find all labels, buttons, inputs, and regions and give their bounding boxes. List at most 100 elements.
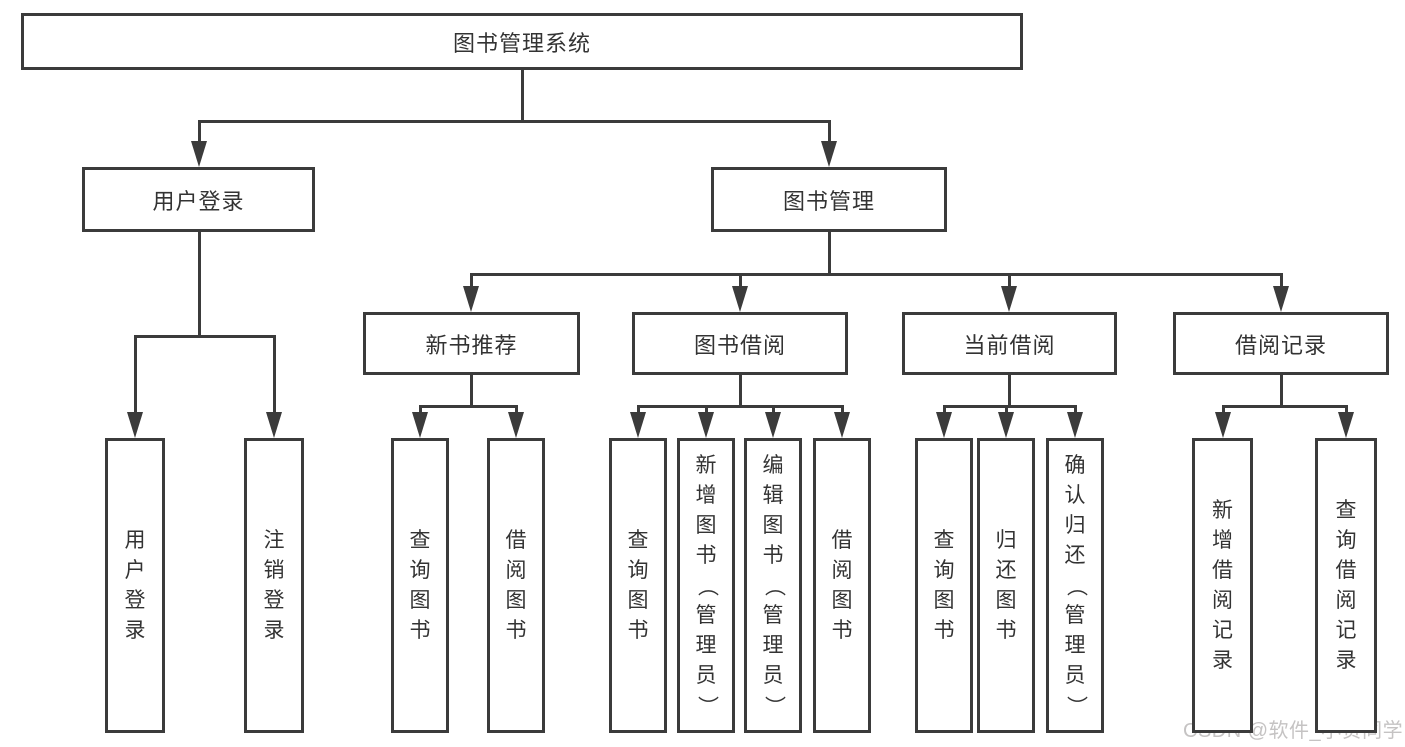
vertical-glyph: 书 [695, 543, 717, 567]
connector-drop-book-management-1 [738, 273, 742, 287]
arrow-down-icon [833, 412, 850, 438]
vertical-glyph: 查 [1335, 498, 1357, 522]
node-leaf-query-books-bor: 查询图书 [609, 438, 667, 733]
arrow-down-icon [1066, 412, 1083, 438]
arrow-down-icon [764, 412, 781, 438]
vertical-glyph: 阅 [831, 558, 853, 582]
vertical-glyph: 图 [627, 588, 649, 612]
connector-branch-library-system [197, 120, 831, 123]
node-label: 借阅图书 [832, 441, 853, 730]
node-label: 查询借阅记录 [1336, 441, 1357, 730]
connector-drop-book-borrowing-3 [840, 405, 844, 413]
vertical-glyph: 书 [627, 618, 649, 642]
connector-drop-current-borrowing-2 [1073, 405, 1077, 413]
connector-branch-book-borrowing [636, 405, 844, 408]
vertical-glyph: 销 [263, 558, 285, 582]
arrow-down-icon [1337, 412, 1354, 438]
connector-drop-book-management-2 [1007, 273, 1011, 287]
node-leaf-query-books-cur: 查询图书 [915, 438, 973, 733]
vertical-glyph: 新 [695, 453, 717, 477]
vertical-glyph: 管 [762, 603, 784, 627]
vertical-glyph: （ [695, 575, 718, 596]
vertical-glyph: 书 [762, 543, 784, 567]
vertical-glyph: 认 [1064, 483, 1086, 507]
vertical-glyph: 录 [1212, 648, 1233, 672]
node-user-login: 用户登录 [82, 167, 315, 232]
connector-drop-user-login-1 [272, 335, 276, 413]
node-leaf-add-borrow-rec: 新增借阅记录 [1192, 438, 1253, 733]
node-label: 当前借阅 [963, 332, 1056, 358]
vertical-glyph: 图 [409, 588, 431, 612]
node-label: 借阅记录 [1234, 332, 1327, 358]
vertical-glyph: 增 [695, 483, 717, 507]
connector-stem-book-management [827, 232, 831, 276]
connector-stem-user-login [197, 232, 201, 338]
node-leaf-borrow-books-bor: 借阅图书 [813, 438, 871, 733]
connector-drop-new-book-recommend-0 [418, 405, 422, 413]
vertical-glyph: 确 [1064, 453, 1086, 477]
arrow-down-icon [997, 412, 1014, 438]
vertical-glyph: 记 [1212, 618, 1233, 642]
vertical-glyph: 借 [505, 528, 527, 552]
connector-drop-book-borrowing-1 [704, 405, 708, 413]
node-book-management: 图书管理 [711, 167, 947, 232]
node-label: 借阅图书 [506, 441, 527, 730]
arrow-down-icon [820, 141, 837, 167]
connector-drop-new-book-recommend-1 [514, 405, 518, 413]
arrow-down-icon [1214, 412, 1231, 438]
vertical-glyph: 阅 [1335, 588, 1357, 612]
vertical-glyph: 书 [505, 618, 527, 642]
node-label: 用户登录 [152, 188, 245, 214]
connector-drop-borrow-records-0 [1221, 405, 1225, 413]
node-label: 编辑图书（管理员） [762, 441, 785, 730]
connector-drop-library-system-1 [827, 120, 831, 142]
node-label: 新书推荐 [425, 332, 518, 358]
connector-drop-book-borrowing-0 [636, 405, 640, 413]
connector-stem-borrow-records [1279, 375, 1283, 408]
connector-branch-new-book-recommend [418, 405, 518, 408]
node-label: 查询图书 [628, 441, 649, 730]
vertical-glyph: 借 [831, 528, 853, 552]
connector-branch-borrow-records [1221, 405, 1348, 408]
vertical-glyph: 阅 [505, 558, 527, 582]
vertical-glyph: 询 [627, 558, 649, 582]
vertical-glyph: 查 [627, 528, 649, 552]
vertical-glyph: 理 [1064, 633, 1086, 657]
vertical-glyph: 查 [409, 528, 431, 552]
arrow-down-icon [1000, 286, 1017, 312]
vertical-glyph: 编 [762, 453, 784, 477]
vertical-glyph: 理 [695, 633, 717, 657]
vertical-glyph: 图 [995, 588, 1017, 612]
connector-drop-user-login-0 [133, 335, 137, 413]
node-label: 查询图书 [410, 441, 431, 730]
node-label: 注销登录 [264, 441, 285, 730]
arrow-down-icon [1272, 286, 1289, 312]
vertical-glyph: 图 [695, 513, 717, 537]
connector-stem-new-book-recommend [469, 375, 473, 408]
node-leaf-borrow-books-rec: 借阅图书 [487, 438, 545, 733]
vertical-glyph: 记 [1335, 618, 1357, 642]
vertical-glyph: 用 [124, 528, 146, 552]
node-label: 用户登录 [125, 441, 146, 730]
connector-stem-current-borrowing [1007, 375, 1011, 408]
vertical-glyph: 阅 [1212, 588, 1233, 612]
vertical-glyph: 借 [1212, 558, 1233, 582]
vertical-glyph: 询 [933, 558, 955, 582]
connector-drop-current-borrowing-0 [942, 405, 946, 413]
node-leaf-add-books-admin: 新增图书（管理员） [677, 438, 735, 733]
connector-drop-borrow-records-1 [1344, 405, 1348, 413]
arrow-down-icon [462, 286, 479, 312]
vertical-glyph: 员 [1064, 663, 1086, 687]
arrow-down-icon [411, 412, 428, 438]
vertical-glyph: 归 [1064, 513, 1086, 537]
vertical-glyph: 登 [263, 588, 285, 612]
node-current-borrowing: 当前借阅 [902, 312, 1117, 375]
vertical-glyph: 录 [263, 618, 285, 642]
connector-branch-current-borrowing [942, 405, 1077, 408]
vertical-glyph: 借 [1335, 558, 1357, 582]
node-label: 归还图书 [996, 441, 1017, 730]
vertical-glyph: 询 [409, 558, 431, 582]
vertical-glyph: 管 [1064, 603, 1086, 627]
vertical-glyph: （ [762, 575, 785, 596]
